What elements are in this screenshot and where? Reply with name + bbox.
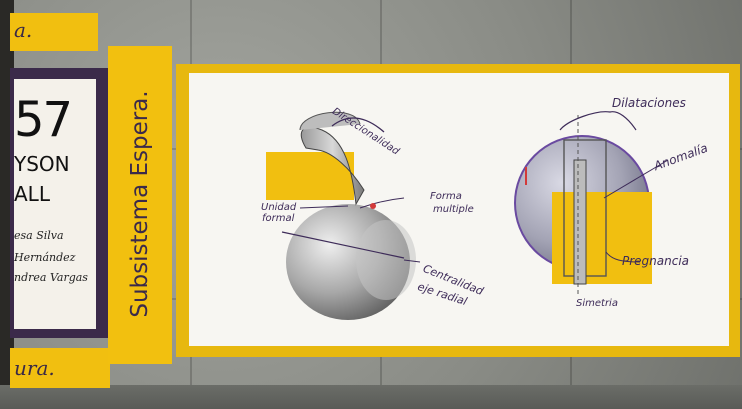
label-forma: Forma [430, 191, 462, 202]
label-formal: formal [262, 213, 294, 224]
label-multiple: multiple [433, 204, 474, 215]
label-dilataciones: Dilataciones [612, 96, 686, 110]
label-pregnancia: Pregnancia [622, 254, 689, 268]
yellow-block-right [552, 192, 652, 284]
label-unidad: Unidad [261, 202, 296, 213]
label-simetria: Simetria [576, 298, 618, 309]
